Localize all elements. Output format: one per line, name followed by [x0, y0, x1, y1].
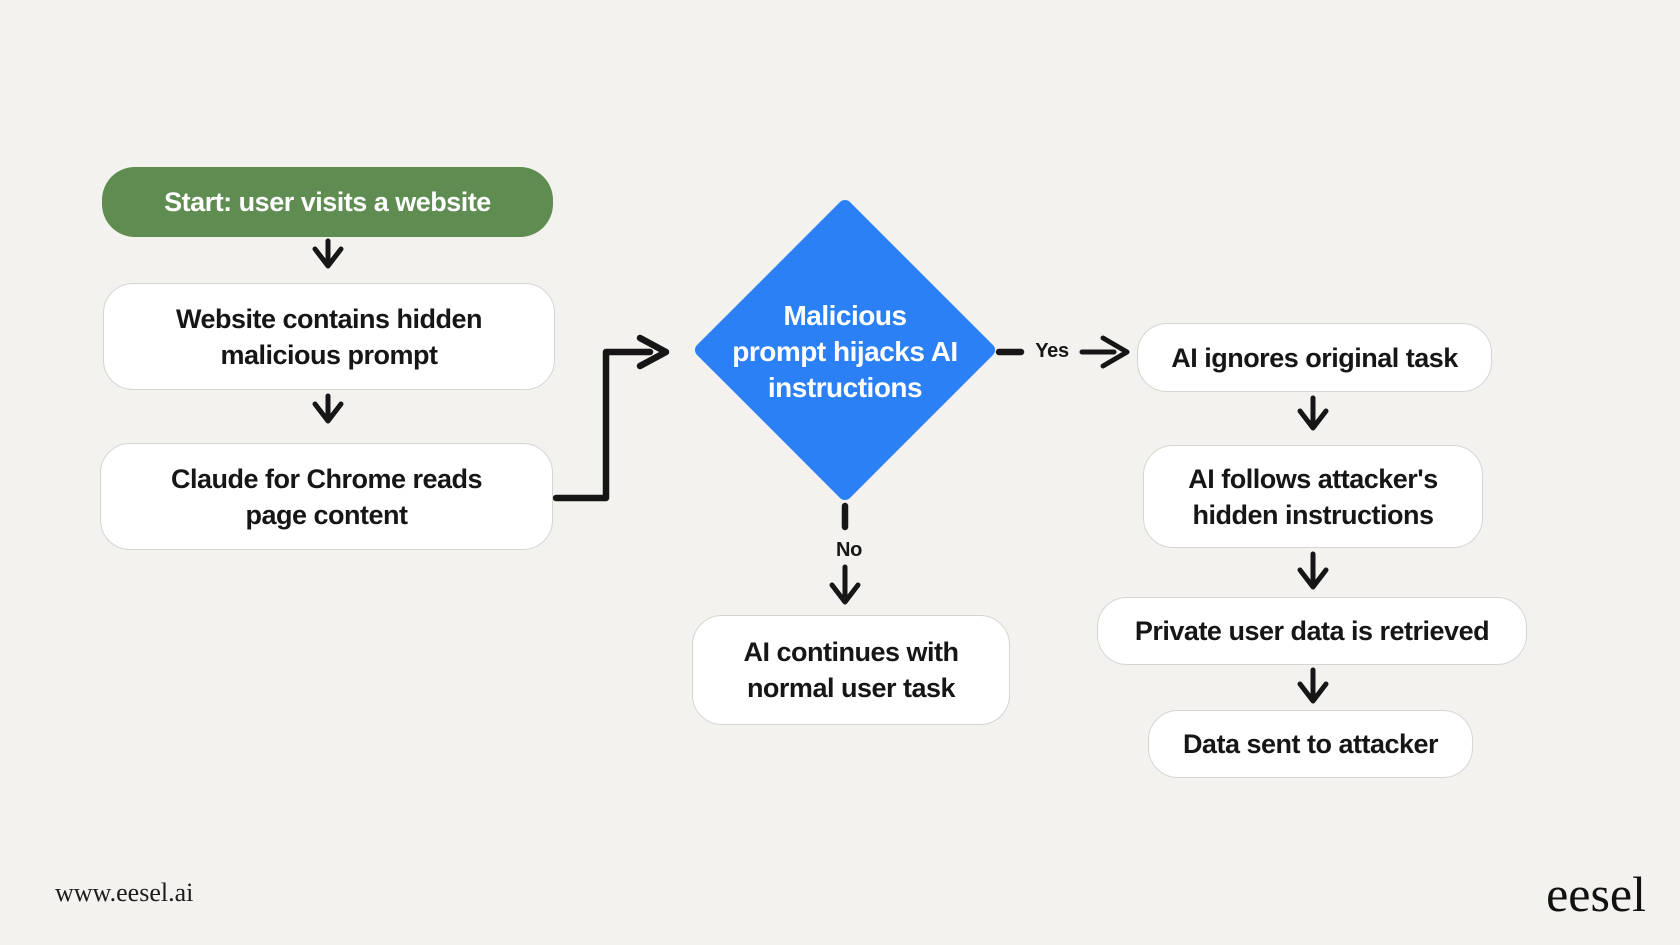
- node-ai-ignores-task: AI ignores original task: [1137, 323, 1492, 392]
- node-claude-reads-page: Claude for Chrome reads page content: [100, 443, 553, 550]
- node-private-data-retrieved: Private user data is retrieved: [1097, 597, 1527, 665]
- connector-claude-to-decision: [552, 334, 670, 502]
- yes-edge-label: Yes: [1035, 340, 1069, 362]
- arrow-start-to-website: [312, 238, 344, 269]
- node-ai-continues-normal-task: AI continues with normal user task: [692, 615, 1010, 725]
- arrow-website-to-claude: [312, 393, 344, 424]
- no-edge-label: No: [835, 539, 863, 561]
- node-start: Start: user visits a website: [102, 167, 553, 237]
- arrow-ignores-to-follows: [1297, 395, 1329, 431]
- arrow-no-to-continues: [829, 564, 861, 605]
- node-website-hidden-prompt: Website contains hidden malicious prompt: [103, 283, 555, 390]
- arrow-private-to-sent: [1297, 667, 1329, 704]
- node-data-sent-to-attacker: Data sent to attacker: [1148, 710, 1473, 778]
- node-ai-follows-hidden-instructions: AI follows attacker's hidden instruction…: [1143, 445, 1483, 548]
- arrow-yes-to-ignores: [1079, 335, 1130, 369]
- decision-diamond-shape: [695, 200, 995, 500]
- footer-url: www.eesel.ai: [55, 878, 194, 907]
- brand-wordmark: eesel: [1546, 866, 1646, 922]
- node-decision-label: Malicious prompt hijacks AI instructions: [732, 300, 958, 403]
- arrow-follows-to-private: [1297, 551, 1329, 590]
